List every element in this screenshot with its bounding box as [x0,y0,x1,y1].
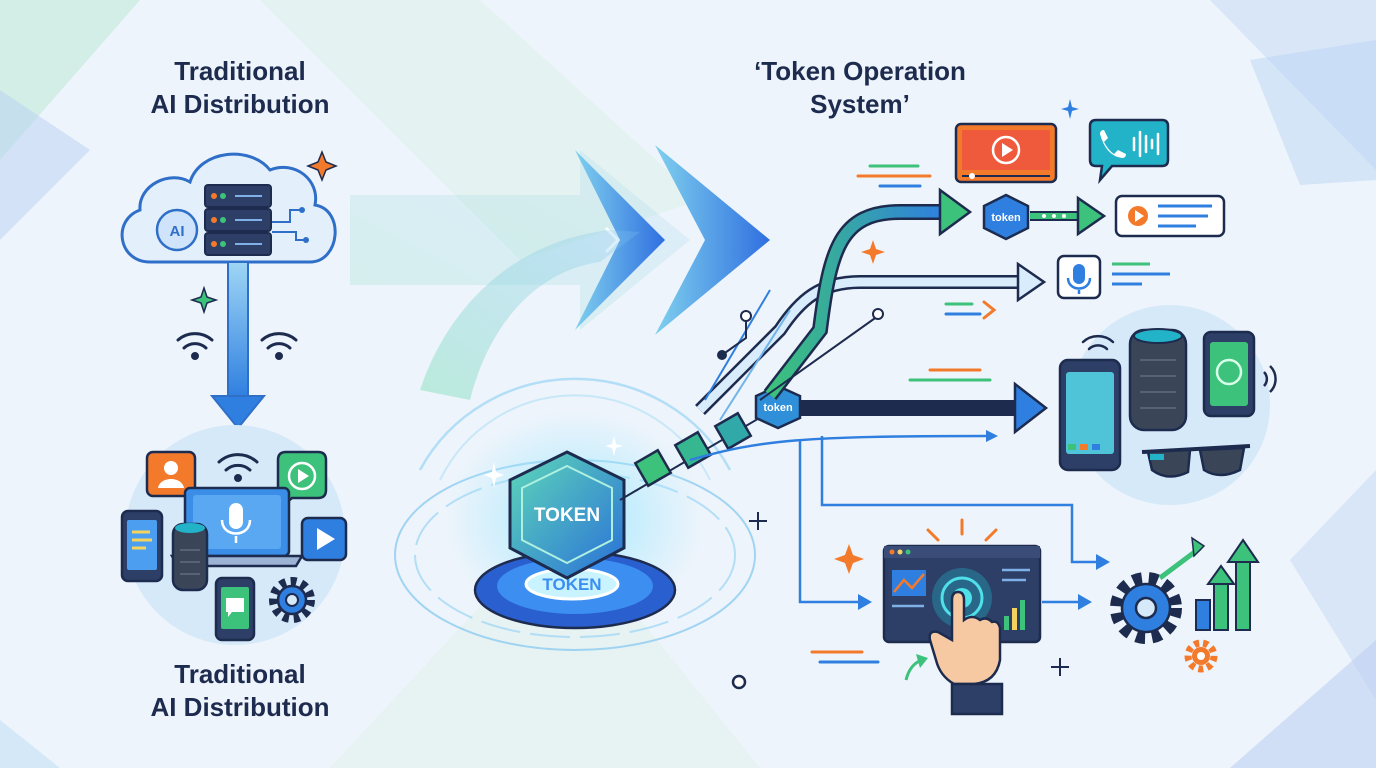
chain-token-label: token [763,402,793,414]
speed-lines [810,164,997,664]
left-bottom-title: Traditional AI Distribution [110,658,370,723]
wifi-icon [217,453,259,482]
arrow-down-icon [209,261,267,430]
wifi-icon [1081,334,1115,351]
right-title: ‘Token Operation System’ [700,55,1020,120]
sparkle-icon [189,285,219,315]
token-hexagon-icon: TOKEN [508,450,626,580]
big-arrow-icon [350,145,770,400]
smart-glasses-icon [1141,444,1251,478]
portal-token-label: TOKEN [542,575,601,594]
left-top-title-line2: AI Distribution [150,88,330,119]
right-title-line2: System’ [810,88,910,119]
cloud-ai-label: AI [170,223,185,240]
gear-icon [1110,572,1182,644]
left-top-title: Traditional AI Distribution [110,55,370,120]
cloud-server-icon: AI [120,152,337,264]
phone-icon [214,576,256,642]
sparkle-icon [861,240,885,264]
sparkle-icon [305,149,339,183]
user-card-icon [145,450,197,498]
dashboard-tap-icon [882,518,1042,716]
left-bottom-title-line1: Traditional [174,659,306,689]
video-player-icon [954,122,1058,184]
smartphone-icon [1058,358,1122,472]
wifi-icon [260,332,298,360]
gear-icon [1184,639,1218,673]
gear-icon [269,577,315,623]
play-card-icon [300,516,348,562]
sparkle-icon [484,462,504,488]
route-token-label: token [991,212,1021,224]
phone-call-icon [1088,118,1170,185]
sparkle-icon [834,544,864,574]
sparkle-icon [605,436,623,456]
token-chain: token [619,384,802,501]
tablet-icon [1202,330,1277,418]
right-title-line1: ‘Token Operation [754,56,966,86]
mic-card-icon [1056,254,1170,300]
growth-chart-icon [1158,536,1260,631]
left-bottom-title-line2: AI Distribution [150,691,330,722]
speaker-icon [1128,328,1188,432]
phone-icon [120,509,164,583]
smart-speaker-icon [171,522,209,592]
sparkle-icon [1061,99,1079,119]
flow-lines [689,187,1110,690]
token-route: token [982,193,1107,241]
media-card-icon [1114,194,1226,238]
plus-marks [749,512,1069,676]
main-token-label: TOKEN [534,505,600,526]
left-top-title-line1: Traditional [174,56,306,86]
wifi-icon [176,332,214,360]
